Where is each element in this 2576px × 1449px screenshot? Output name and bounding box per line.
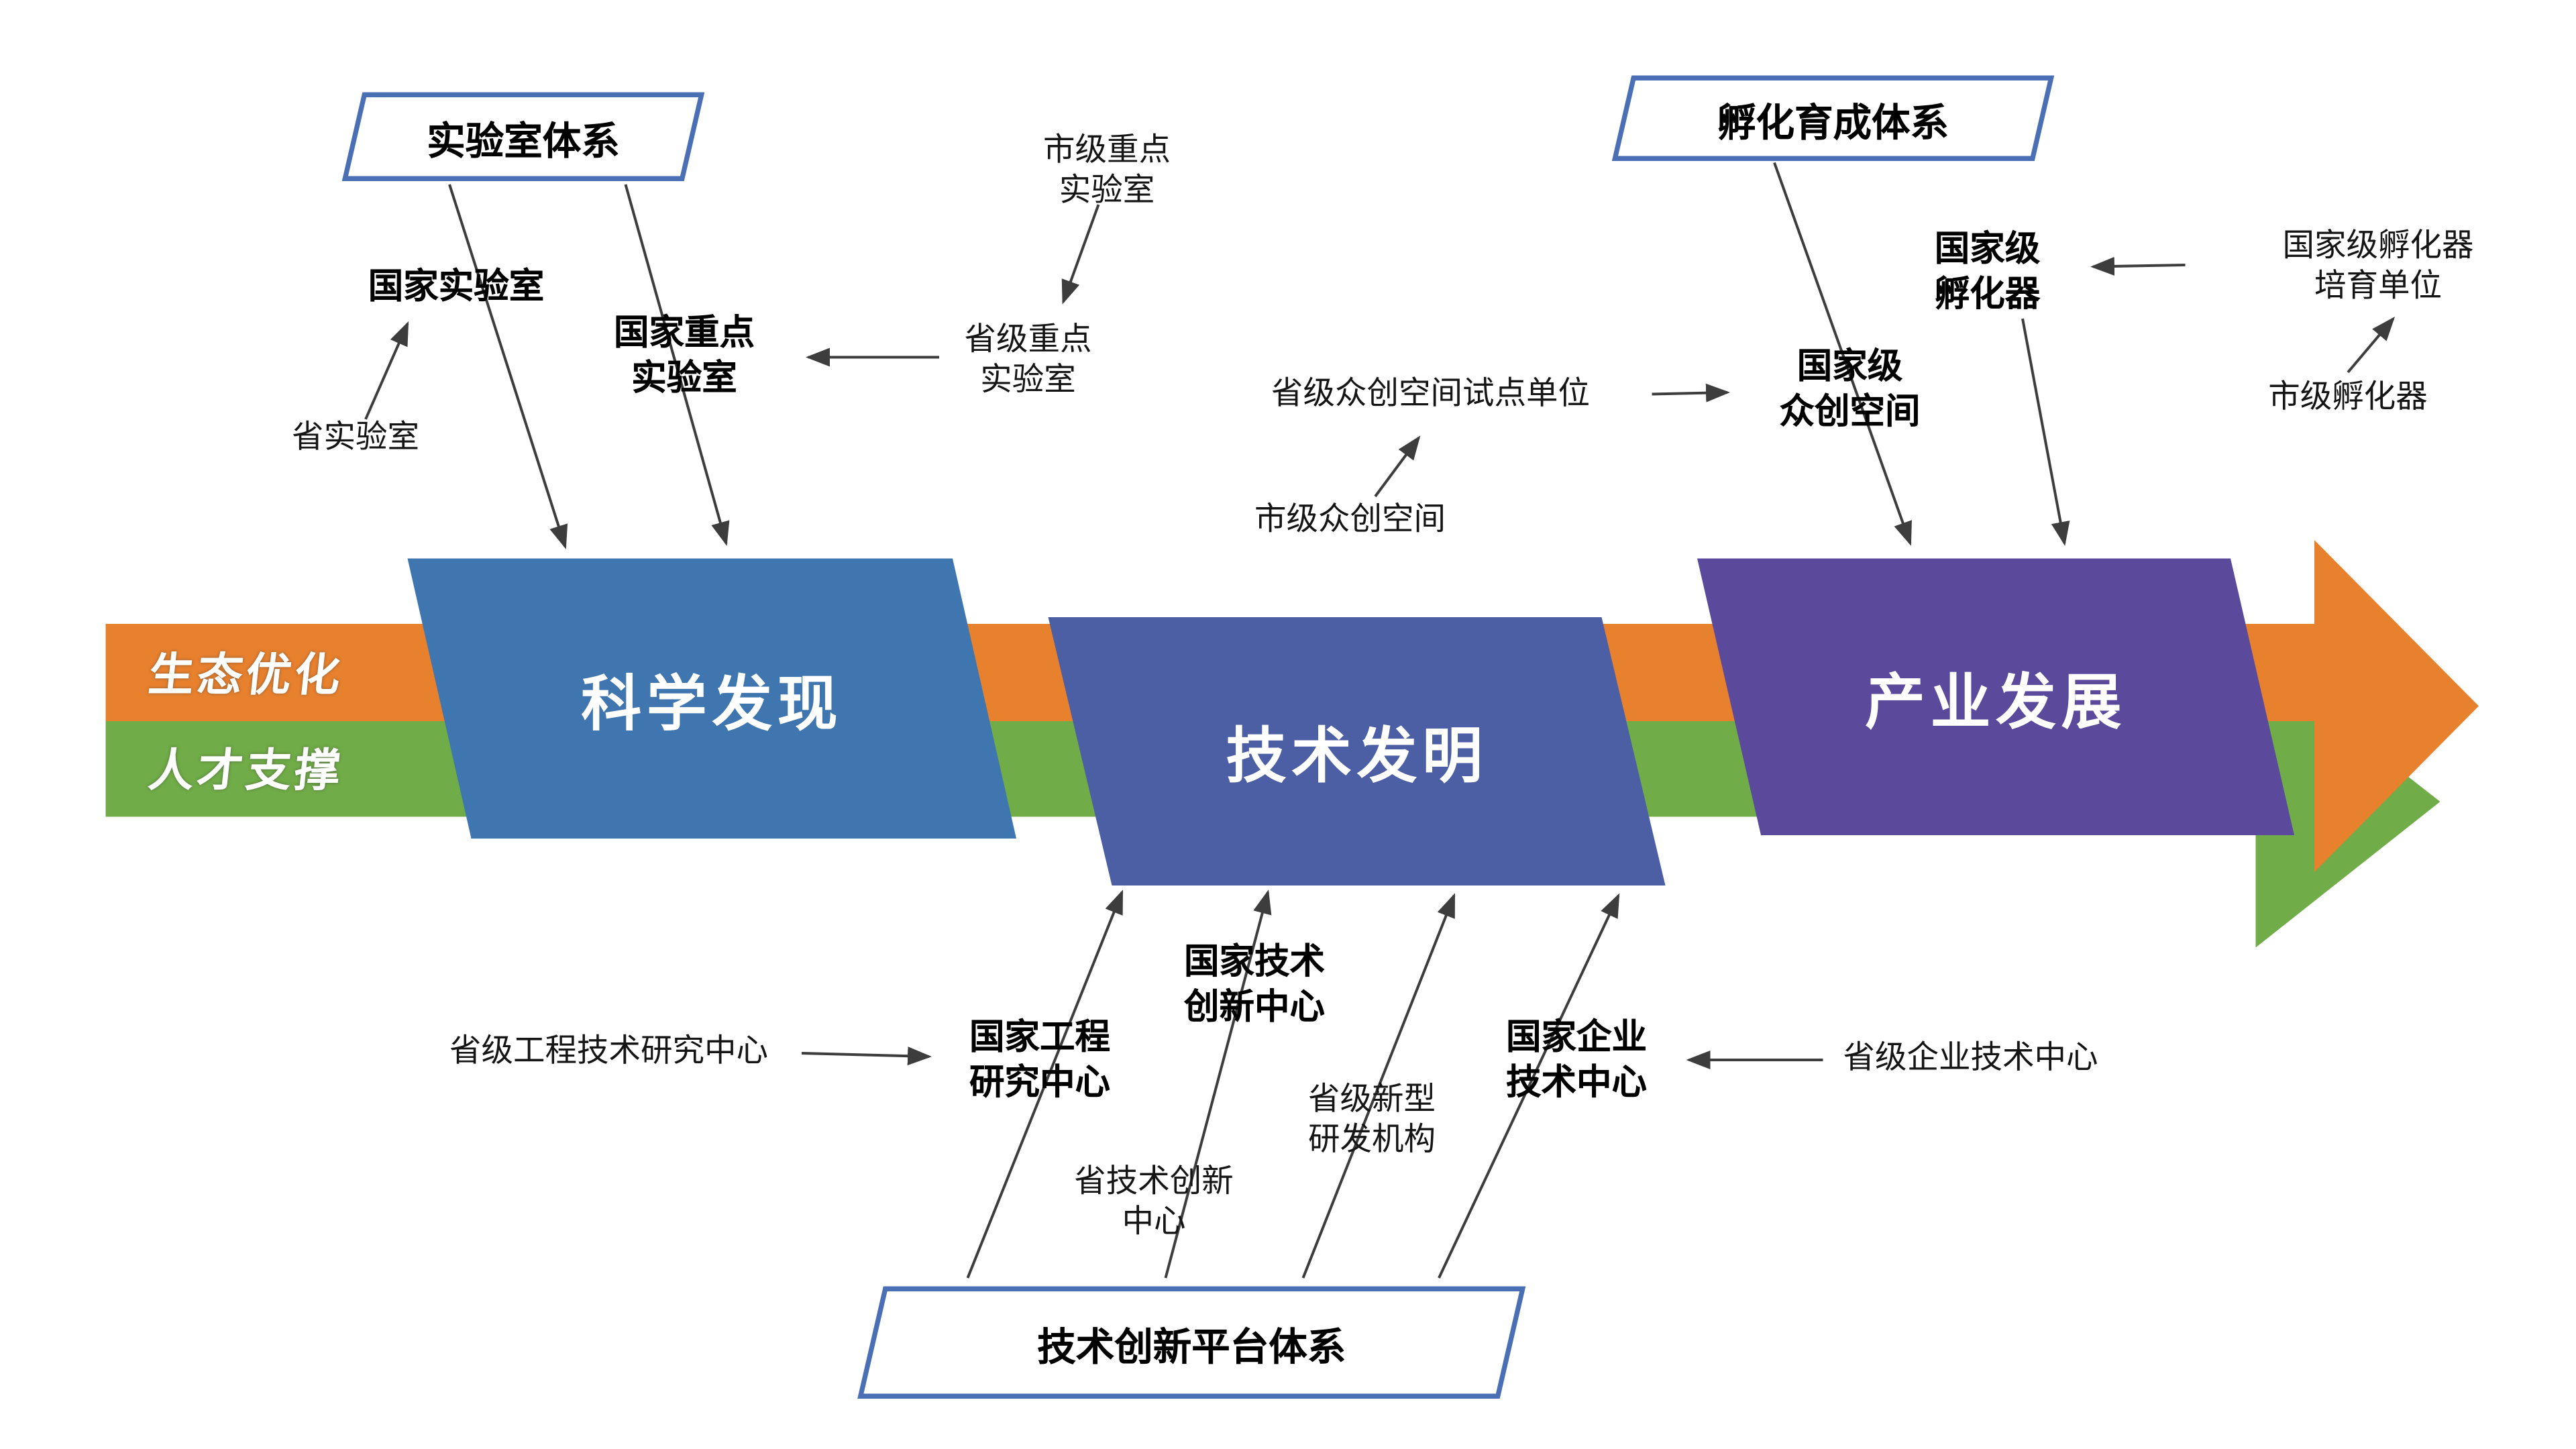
arrow-city-incubator-to-cultivation-unit: [2347, 316, 2396, 374]
label-national-key-lab: 国家重点 实验室: [614, 313, 755, 398]
lab-system-title: 实验室体系: [427, 118, 620, 162]
stage-industry-development-label: 产业发展: [1864, 666, 2127, 736]
incubation-system-title-box: 孵化育成体系: [1622, 76, 2045, 162]
label-provincial-key-lab: 省级重点 实验室: [964, 323, 1092, 399]
arrow-platform-box-to-invention-3: [1301, 893, 1456, 1279]
label-provincial-enterprise-center: 省级企业技术中心: [1843, 1041, 2098, 1077]
label-national-enterprise-center: 国家企业 技术中心: [1506, 1018, 1647, 1102]
label-city-maker-space: 市级众创空间: [1254, 502, 1446, 539]
platform-system-title: 技术创新平台体系: [1037, 1324, 1346, 1368]
label-national-maker-space: 国家级 众创空间: [1779, 347, 1921, 431]
label-national-tech-innovation-center: 国家技术 创新中心: [1184, 943, 1325, 1026]
incubation-system-title: 孵化育成体系: [1717, 99, 1949, 144]
arrow-lab-box-to-discovery-2: [624, 184, 730, 546]
label-provincial-tech-innovation-center: 省技术创新 中心: [1074, 1165, 1234, 1241]
arrow-city-maker-space-to-pilot-unit: [1374, 435, 1421, 498]
arrow-platform-box-to-invention-1: [966, 890, 1124, 1279]
stage-tech-invention: 技术发明: [1048, 617, 1666, 885]
stage-industry-development: 产业发展: [1697, 558, 2294, 835]
label-national-engineering-center: 国家工程 研究中心: [969, 1018, 1110, 1102]
arrow-platform-box-to-invention-4: [1438, 893, 1620, 1279]
stage-tech-invention-label: 技术发明: [1226, 721, 1488, 790]
label-provincial-engineering-center: 省级工程技术研究中心: [449, 1034, 769, 1070]
stage-science-discovery-label: 科学发现: [581, 668, 843, 737]
arrow-provincial-eng-center-to-national-eng-center: [801, 1046, 932, 1066]
label-city-key-lab: 市级重点 实验室: [1042, 133, 1171, 210]
lab-system-title-box: 实验室体系: [352, 93, 694, 182]
label-national-incubator: 国家级 孵化器: [1934, 229, 2041, 314]
arrow-platform-box-to-invention-2: [1164, 890, 1272, 1279]
label-provincial-lab: 省实验室: [291, 421, 420, 456]
label-provincial-maker-space-pilot-unit: 省级众创空间试点单位: [1271, 377, 1591, 413]
label-city-incubator: 市级孵化器: [2268, 380, 2428, 416]
arrow-cultivation-unit-to-national-incubator: [2090, 256, 2186, 276]
arrow-pilot-unit-to-national-maker-space: [1652, 383, 1730, 402]
label-provincial-new-rd-institution: 省级新型 研发机构: [1307, 1083, 1436, 1159]
platform-system-title-box: 技术创新平台体系: [871, 1287, 1513, 1399]
label-national-incubator-cultivation-unit: 国家级孵化器培育单位: [2282, 229, 2474, 305]
arrow-lab-box-to-discovery-1: [448, 184, 568, 549]
arrow-provincial-lab-to-national-lab: [364, 321, 409, 420]
arrow-incubation-box-to-industry: [1773, 162, 1912, 546]
stage-science-discovery: 科学发现: [407, 558, 1016, 839]
label-national-lab: 国家实验室: [368, 267, 545, 307]
arrow-national-incubator-to-industry: [2021, 318, 2070, 546]
arrow-city-key-lab-to-provincial-key-lab: [1061, 204, 1100, 305]
